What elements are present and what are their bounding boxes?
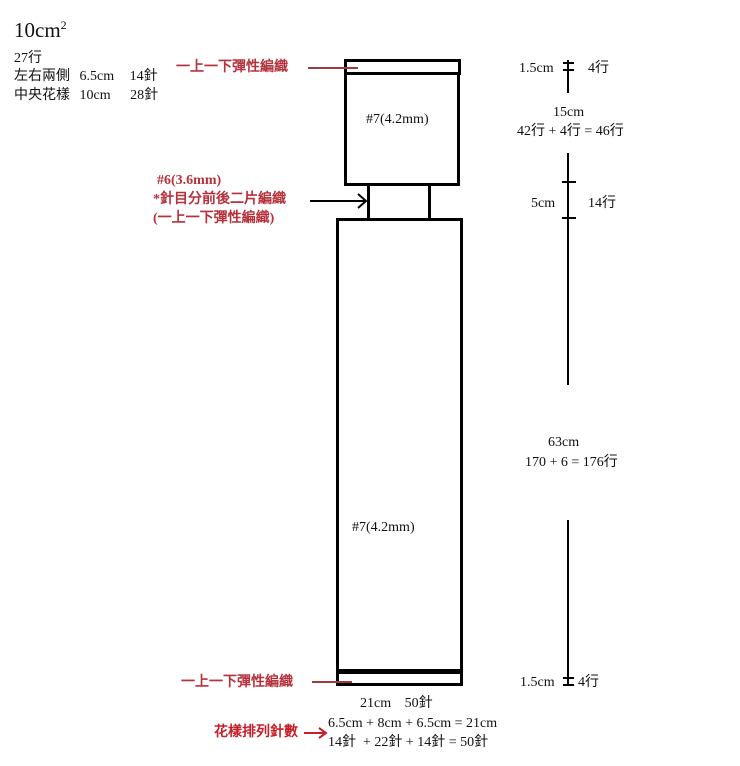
gauge-center: 中央花樣 10cm 28針 bbox=[14, 87, 158, 104]
bottom-rib-cm: 1.5cm bbox=[520, 675, 555, 690]
collar-rib-label: (一上一下彈性編織) bbox=[153, 211, 275, 226]
width-breakdown-stitches: 14針 + 22針 + 14針 = 50針 bbox=[328, 735, 489, 750]
top-rib-rows: 4行 bbox=[588, 61, 609, 76]
main-piece bbox=[336, 218, 463, 672]
bottom-rib-band bbox=[336, 671, 463, 686]
collar-needle-label: #6(3.6mm) bbox=[157, 173, 222, 188]
width-cm: 21cm bbox=[360, 696, 392, 711]
collar-cm: 5cm bbox=[531, 196, 556, 211]
gauge-rows: 27行 bbox=[14, 51, 42, 66]
gauge-sides-width: 6.5cm bbox=[79, 69, 115, 84]
bottom-rib-label: 一上一下彈性編織 bbox=[181, 675, 293, 690]
collar-piece bbox=[367, 183, 431, 222]
width-label: 21cm 50針 bbox=[360, 695, 433, 712]
gauge-sides: 左右兩側 6.5cm 14針 bbox=[14, 68, 158, 85]
top-rib-label: 一上一下彈性編織 bbox=[176, 60, 288, 75]
collar-note-label: *針目分前後二片編織 bbox=[153, 192, 286, 207]
gauge-center-stitches: 28針 bbox=[130, 88, 159, 103]
gauge-sides-label: 左右兩側 bbox=[14, 69, 70, 84]
main-cm: 63cm bbox=[548, 435, 580, 450]
gauge-title-text: 10cm bbox=[14, 18, 61, 42]
upper-rows: 42行 + 4行 = 46行 bbox=[517, 124, 624, 139]
main-rows: 170 + 6 = 176行 bbox=[525, 455, 618, 470]
collar-rows: 14行 bbox=[588, 196, 616, 211]
bottom-rib-rows: 4行 bbox=[578, 675, 599, 690]
gauge-title: 10cm2 bbox=[14, 18, 67, 43]
gauge-title-sup: 2 bbox=[60, 18, 67, 32]
gauge-center-label: 中央花樣 bbox=[14, 88, 70, 103]
width-stitches: 50針 bbox=[404, 696, 433, 711]
upper-cm: 15cm bbox=[553, 105, 585, 120]
pattern-arrow-head bbox=[318, 727, 328, 739]
collar-arrow-head bbox=[357, 193, 368, 209]
top-rib-cm: 1.5cm bbox=[519, 61, 554, 76]
upper-piece-needle: #7(4.2mm) bbox=[366, 112, 429, 127]
gauge-sides-stitches: 14針 bbox=[129, 69, 158, 84]
gauge-center-width: 10cm bbox=[79, 88, 111, 103]
main-piece-needle: #7(4.2mm) bbox=[352, 520, 415, 535]
pattern-arrangement-label: 花樣排列針數 bbox=[214, 725, 298, 740]
width-breakdown-cm: 6.5cm + 8cm + 6.5cm = 21cm bbox=[328, 716, 498, 731]
